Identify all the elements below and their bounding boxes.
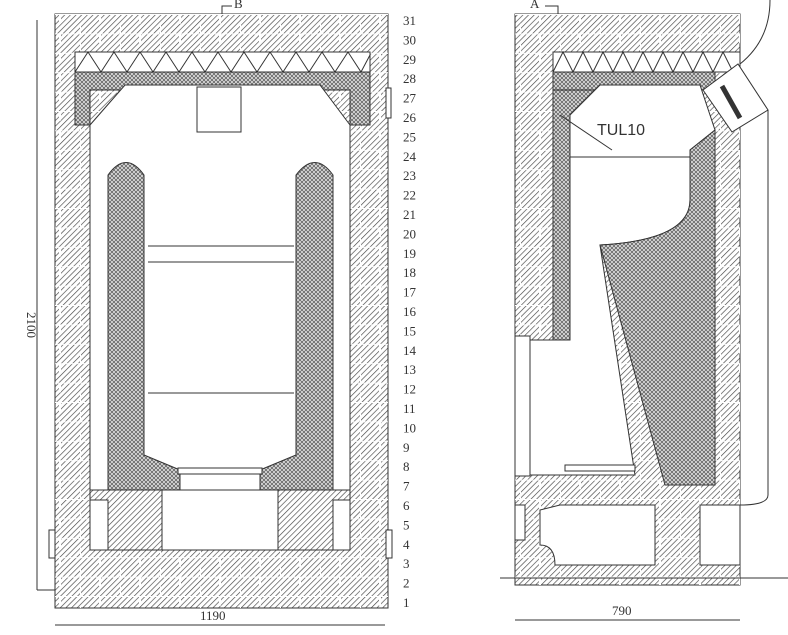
row-number: 19 <box>403 246 416 261</box>
row-number: 20 <box>403 226 416 241</box>
row-number: 23 <box>403 168 416 183</box>
row-number: 14 <box>403 343 417 358</box>
height-dimension: 2100 <box>24 312 39 338</box>
row-number: 9 <box>403 440 410 455</box>
width-side-dimension: 790 <box>612 603 632 618</box>
ash-pit-side <box>539 504 656 566</box>
front-section-view: B 2100 1190 <box>24 0 393 626</box>
ash-pit <box>161 489 279 551</box>
row-number: 28 <box>403 71 416 86</box>
grate <box>177 467 263 475</box>
row-number: 8 <box>403 459 410 474</box>
section-label-a: A <box>530 0 540 11</box>
row-number: 12 <box>403 382 416 397</box>
row-number: 26 <box>403 110 417 125</box>
row-number: 10 <box>403 420 416 435</box>
row-number: 6 <box>403 498 410 513</box>
row-number: 13 <box>403 362 416 377</box>
row-number: 21 <box>403 207 416 222</box>
row-number: 18 <box>403 265 416 280</box>
right-inner-column <box>259 162 334 491</box>
flue-opening <box>196 86 242 133</box>
fire-door <box>514 335 531 477</box>
insulation-zigzag <box>74 51 371 73</box>
width-front-dimension: 1190 <box>200 608 226 623</box>
side-section-view: A 790 TUL10 <box>500 0 788 621</box>
row-number: 15 <box>403 323 416 338</box>
row-number: 24 <box>403 149 417 164</box>
row-number: 2 <box>403 576 410 591</box>
row-number: 4 <box>403 537 410 552</box>
row-number: 31 <box>403 13 416 28</box>
row-number: 1 <box>403 595 410 610</box>
row-number-column: 1234567891011121314151617181920212223242… <box>403 13 417 610</box>
row-number: 17 <box>403 285 417 300</box>
row-number: 3 <box>403 556 410 571</box>
row-number: 16 <box>403 304 417 319</box>
row-number: 30 <box>403 32 416 47</box>
section-label-b: B <box>234 0 243 11</box>
ash-door <box>514 504 526 541</box>
row-number: 5 <box>403 517 410 532</box>
component-label-tul10: TUL10 <box>597 122 645 139</box>
row-number: 27 <box>403 91 417 106</box>
row-number: 25 <box>403 129 416 144</box>
row-number: 29 <box>403 52 416 67</box>
row-number: 11 <box>403 401 416 416</box>
row-number: 22 <box>403 188 416 203</box>
row-number: 7 <box>403 479 410 494</box>
left-inner-column <box>107 162 181 491</box>
